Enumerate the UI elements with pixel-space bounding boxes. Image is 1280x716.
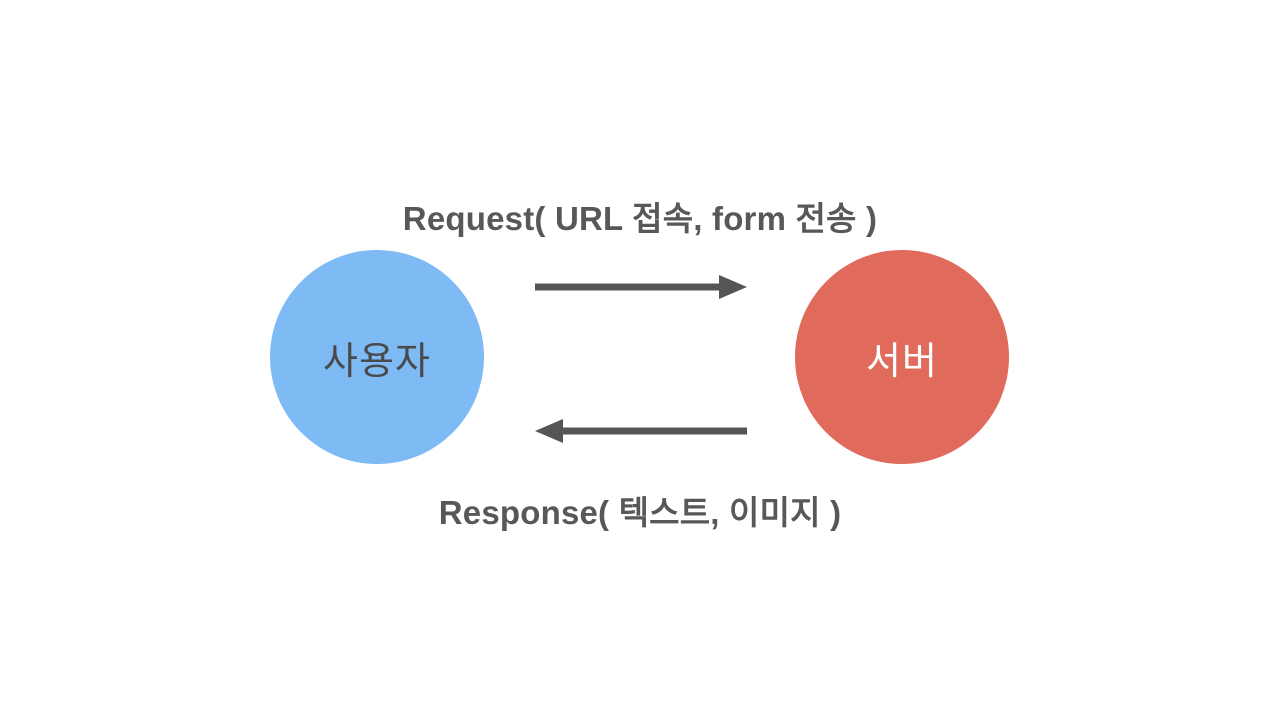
server-circle-label: 서버 <box>866 340 938 383</box>
user-circle: 사용자 <box>270 250 484 464</box>
response-arrow-icon <box>535 419 747 443</box>
response-label: Response( 텍스트, 이미지 ) <box>438 494 842 531</box>
request-arrow-icon <box>535 275 747 299</box>
user-circle-label: 사용자 <box>323 340 431 383</box>
server-circle: 서버 <box>795 250 1009 464</box>
request-label: Request( URL 접속, form 전송 ) <box>402 200 878 237</box>
